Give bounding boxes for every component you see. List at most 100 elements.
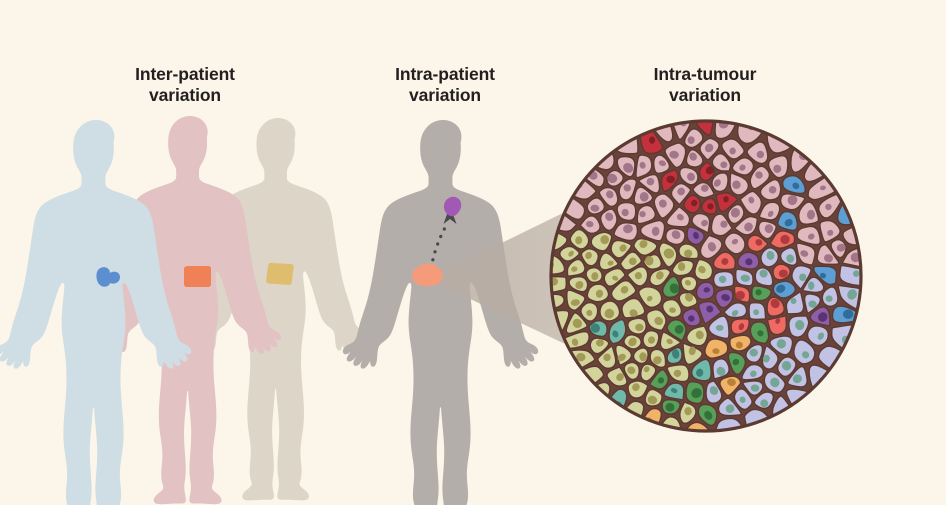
cell-nucleus	[776, 284, 786, 293]
tumour-cell	[566, 258, 586, 277]
tumour-cell	[666, 346, 683, 365]
tumour-cell	[590, 231, 613, 252]
tumour-cell	[626, 266, 649, 287]
cell-nucleus	[605, 212, 614, 221]
tumour-cell	[551, 293, 565, 311]
cell-nucleus	[693, 231, 699, 240]
cell-nucleus	[759, 269, 768, 278]
cell-nucleus	[790, 297, 797, 305]
cell-nucleus	[689, 152, 697, 161]
cell-nucleus	[653, 356, 662, 365]
tumour-cell	[715, 192, 739, 213]
cell-nucleus	[744, 222, 753, 232]
tumour-cell	[637, 286, 663, 309]
tumour-cell	[660, 169, 679, 192]
cell-nucleus	[762, 354, 770, 363]
tumour-cell	[806, 325, 830, 347]
tumour-cell	[723, 232, 746, 255]
cell-nucleus	[585, 221, 594, 228]
panel-intra-tumour	[549, 119, 863, 433]
tumour-cell	[746, 234, 769, 253]
tumour-cell	[803, 293, 822, 315]
tumour-cell	[665, 206, 691, 228]
cell-nucleus	[595, 339, 604, 347]
tumour-cell	[786, 365, 808, 388]
cell-nucleus	[792, 182, 800, 190]
cell-nucleus	[753, 309, 760, 316]
tumour-outline	[549, 119, 863, 433]
tumour-cell	[566, 289, 586, 312]
tumour-cell	[613, 221, 639, 242]
tumour-cell	[801, 276, 825, 294]
cell-nucleus	[687, 172, 695, 181]
cell-nucleus	[757, 330, 764, 337]
cell-nucleus	[808, 281, 815, 290]
tumour-cell	[729, 172, 750, 196]
cell-nucleus	[654, 316, 664, 326]
cell-nucleus	[673, 369, 682, 377]
tumour-cell	[749, 165, 771, 190]
tumour-cell	[598, 186, 619, 208]
cell-nucleus	[688, 315, 695, 322]
tumour-cell	[580, 248, 600, 267]
tumour-cell	[579, 215, 601, 235]
tumour-cell	[758, 201, 781, 221]
tumour-cell	[586, 197, 606, 215]
cell-nucleus	[755, 289, 762, 296]
cell-nucleus	[706, 305, 714, 313]
cell-nucleus	[806, 209, 815, 220]
tumour-cell	[710, 213, 733, 237]
tumour-cell	[569, 228, 590, 250]
tumour-cell	[685, 325, 709, 347]
cell-nucleus	[646, 177, 655, 186]
cell-nucleus	[732, 180, 741, 189]
cell-nucleus	[704, 143, 714, 153]
cell-nucleus	[775, 318, 781, 324]
cell-nucleus	[620, 286, 629, 294]
cell-nucleus	[685, 292, 694, 302]
tumour-cell	[678, 166, 699, 186]
cell-nucleus	[776, 339, 786, 349]
cell-nucleus	[628, 257, 637, 266]
cell-nucleus	[688, 346, 696, 356]
tumour-cell	[690, 358, 712, 382]
cell-nucleus	[669, 307, 676, 313]
cell-nucleus	[629, 309, 638, 317]
tumour-cell	[745, 343, 764, 364]
cell-nucleus	[632, 383, 640, 392]
tumour-cell	[678, 243, 700, 260]
tumour-cell	[670, 182, 692, 205]
cell-nucleus	[735, 290, 745, 300]
metastasis-marker	[443, 196, 462, 217]
tumour-cell	[653, 193, 675, 219]
tumour-cell	[608, 318, 627, 345]
cell-nucleus	[847, 289, 857, 300]
cell-nucleus	[612, 330, 619, 338]
cell-nucleus	[647, 336, 656, 344]
cell-nucleus	[684, 249, 693, 258]
cell-nucleus	[674, 324, 684, 334]
cell-nucleus	[801, 351, 810, 359]
cell-nucleus	[617, 353, 626, 362]
cell-nucleus	[819, 185, 826, 191]
cell-nucleus	[735, 341, 743, 349]
cell-nucleus	[808, 300, 817, 308]
tumour-cell	[749, 321, 770, 345]
cell-nucleus	[720, 161, 728, 169]
cell-nucleus	[644, 255, 654, 266]
cell-nucleus	[658, 199, 667, 208]
tumour-cell	[766, 296, 786, 317]
tumour-cell	[838, 264, 861, 287]
cell-nucleus	[725, 404, 735, 414]
tumour-cell	[619, 251, 643, 271]
cell-nucleus	[691, 199, 698, 207]
cell-nucleus	[572, 318, 582, 329]
tumour-cell	[623, 334, 642, 350]
tumour-cell	[719, 375, 742, 397]
tumour-cell	[714, 288, 734, 309]
tumour-cell	[754, 266, 774, 287]
cell-nucleus	[585, 251, 592, 260]
cell-nucleus	[568, 250, 574, 257]
cell-nucleus	[709, 386, 719, 395]
